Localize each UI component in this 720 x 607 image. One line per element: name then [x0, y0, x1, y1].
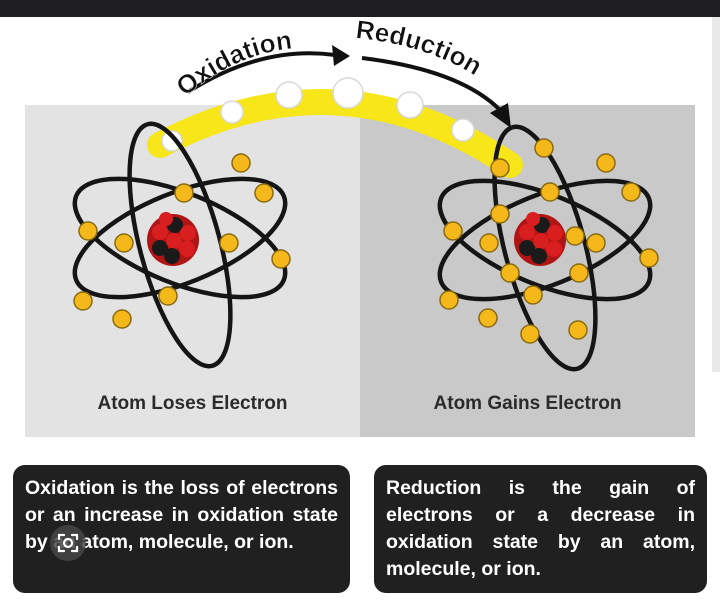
electron: [565, 226, 585, 246]
electron: [569, 263, 589, 283]
nucleus: [514, 212, 566, 266]
transfer-electron: [332, 77, 364, 109]
electron: [73, 291, 93, 311]
orbit: [72, 176, 288, 300]
top-bar: [0, 0, 720, 17]
electron: [520, 324, 540, 344]
electron: [490, 158, 510, 178]
orbit: [437, 178, 653, 302]
transfer-electron: [396, 91, 424, 119]
transfer-electron: [451, 118, 475, 142]
reduction-arrow-line: [361, 56, 502, 112]
left-panel: [25, 105, 360, 437]
left-caption: Atom Loses Electron: [97, 393, 288, 414]
electron: [479, 233, 499, 253]
lens-glyph: [57, 533, 79, 553]
electron: [174, 183, 194, 203]
oxidation-label: Oxidation: [170, 25, 293, 102]
electron: [219, 233, 239, 253]
nucleus: [147, 212, 199, 266]
electron: [490, 204, 510, 224]
electron: [271, 249, 291, 269]
electron: [254, 183, 274, 203]
electron: [534, 138, 554, 158]
electron: [500, 263, 520, 283]
right-atom: [437, 124, 659, 372]
electron: [478, 308, 498, 328]
lens-search-icon[interactable]: [50, 525, 86, 561]
oxidation-arrowhead: [332, 45, 350, 66]
electron: [540, 182, 560, 202]
oxidation-arrow-line: [186, 51, 336, 94]
reduction-definition-box: Reduction is the gain of electrons or a …: [374, 465, 707, 593]
transfer-electron: [275, 81, 303, 109]
electron: [114, 233, 134, 253]
orbit: [127, 121, 233, 369]
oxidation-definition: Oxidation is the loss of electrons or an…: [25, 477, 338, 553]
electron: [231, 153, 251, 173]
electron: [443, 221, 463, 241]
electron: [158, 286, 178, 306]
edge-strip: [712, 17, 720, 372]
transfer-electrons: [161, 77, 475, 152]
transfer-electron: [220, 100, 244, 124]
reduction-arrowhead: [490, 103, 511, 128]
orbit: [437, 178, 653, 302]
electron: [523, 285, 543, 305]
right-caption: Atom Gains Electron: [433, 393, 622, 414]
electron: [596, 153, 616, 173]
orbit: [72, 176, 288, 300]
transfer-electron: [161, 130, 183, 152]
electron: [639, 248, 659, 268]
right-panel: [360, 105, 695, 437]
electron: [439, 290, 459, 310]
electron: [568, 320, 588, 340]
left-atom: [72, 121, 291, 369]
reduction-definition: Reduction is the gain of electrons or a …: [386, 477, 695, 580]
electron: [621, 182, 641, 202]
electron: [78, 221, 98, 241]
electron: [112, 309, 132, 329]
electron: [586, 233, 606, 253]
